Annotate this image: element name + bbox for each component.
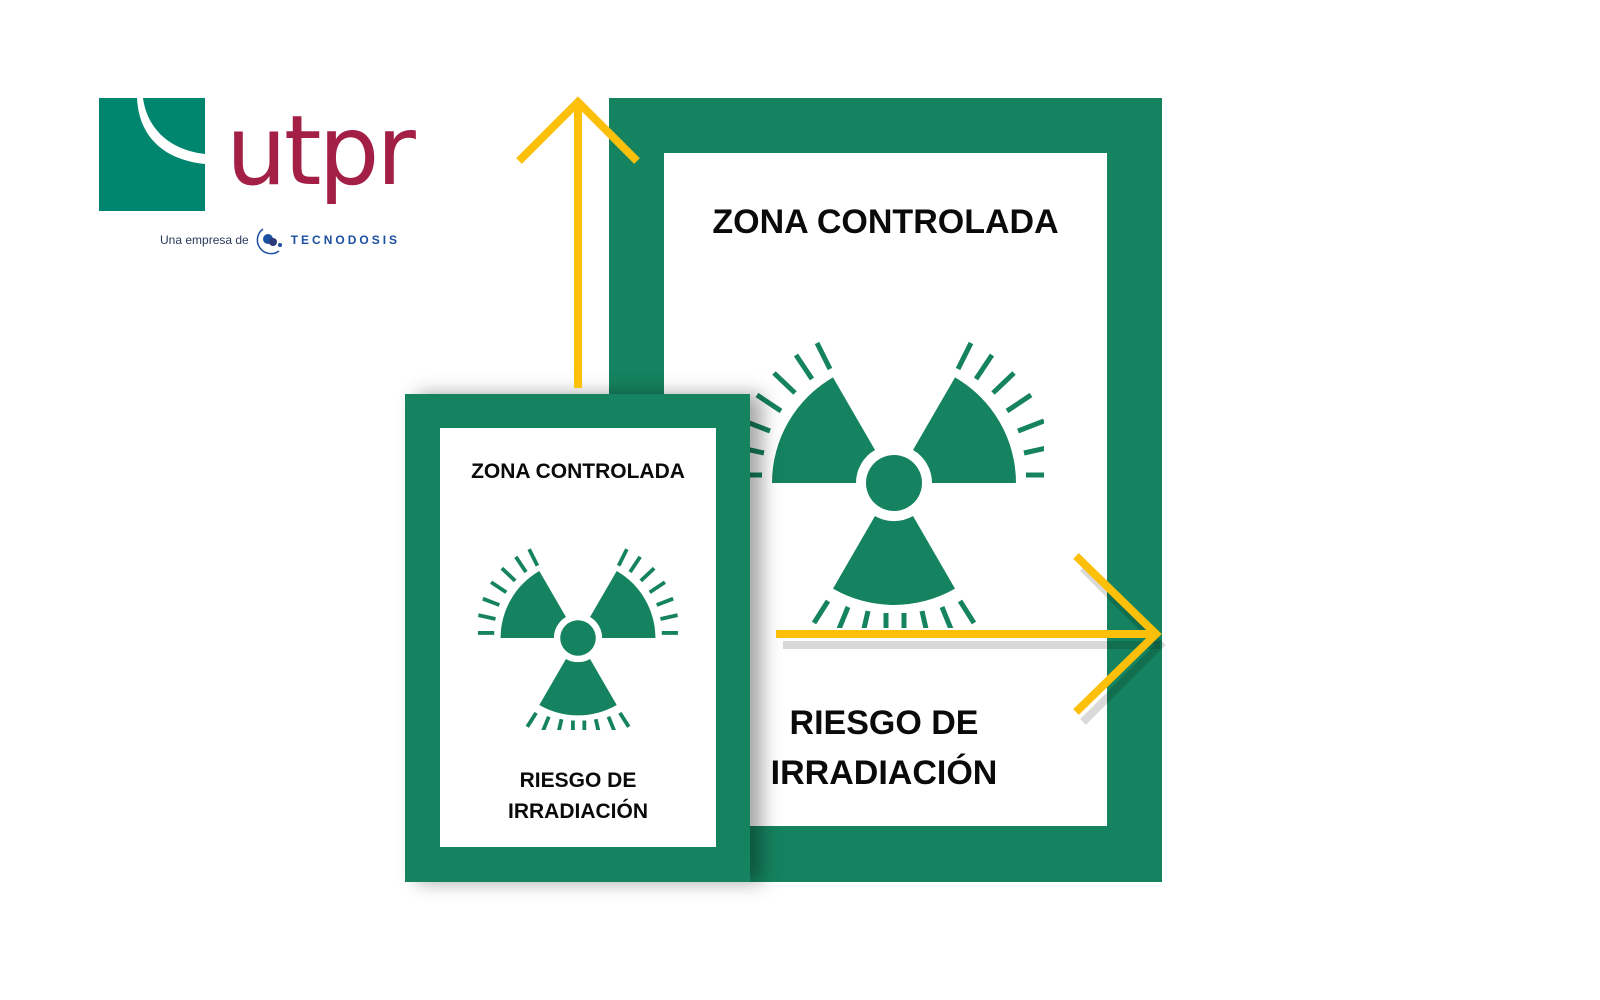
crescent-icon [137,98,205,164]
small-sign-title: ZONA CONTROLADA [471,460,685,483]
large-sign-footer-line1: RIESGO DE [789,704,979,742]
large-sign-title: ZONA CONTROLADA [712,203,1059,241]
logo-tagline: Una empresa de TECNODOSIS [160,225,400,255]
large-sign-footer-line2: IRRADIACIÓN [770,754,998,792]
arrow-right-shadow [783,565,1166,725]
small-sign-footer-line2: IRRADIACIÓN [508,800,648,823]
arrow-right-icon [776,553,1162,715]
radiation-trefoil-icon [478,548,678,730]
brand-name: utpr [226,95,416,207]
arrow-up-icon [516,96,640,388]
tagline-prefix: Una empresa de [160,233,249,247]
partner-name: TECNODOSIS [290,233,401,247]
small-sign-footer-line1: RIESGO DE [519,769,637,792]
radiation-trefoil-icon [744,341,1044,628]
small-sign: ZONA CONTROLADA [405,394,750,882]
large-sign-footer: RIESGO DE IRRADIACIÓN [764,698,1004,798]
small-sign-panel: ZONA CONTROLADA [440,428,716,847]
tecnodosis-logo-icon [256,228,282,255]
small-sign-footer: RIESGO DE IRRADIACIÓN [440,765,716,827]
utpr-logo-mark [99,98,205,211]
